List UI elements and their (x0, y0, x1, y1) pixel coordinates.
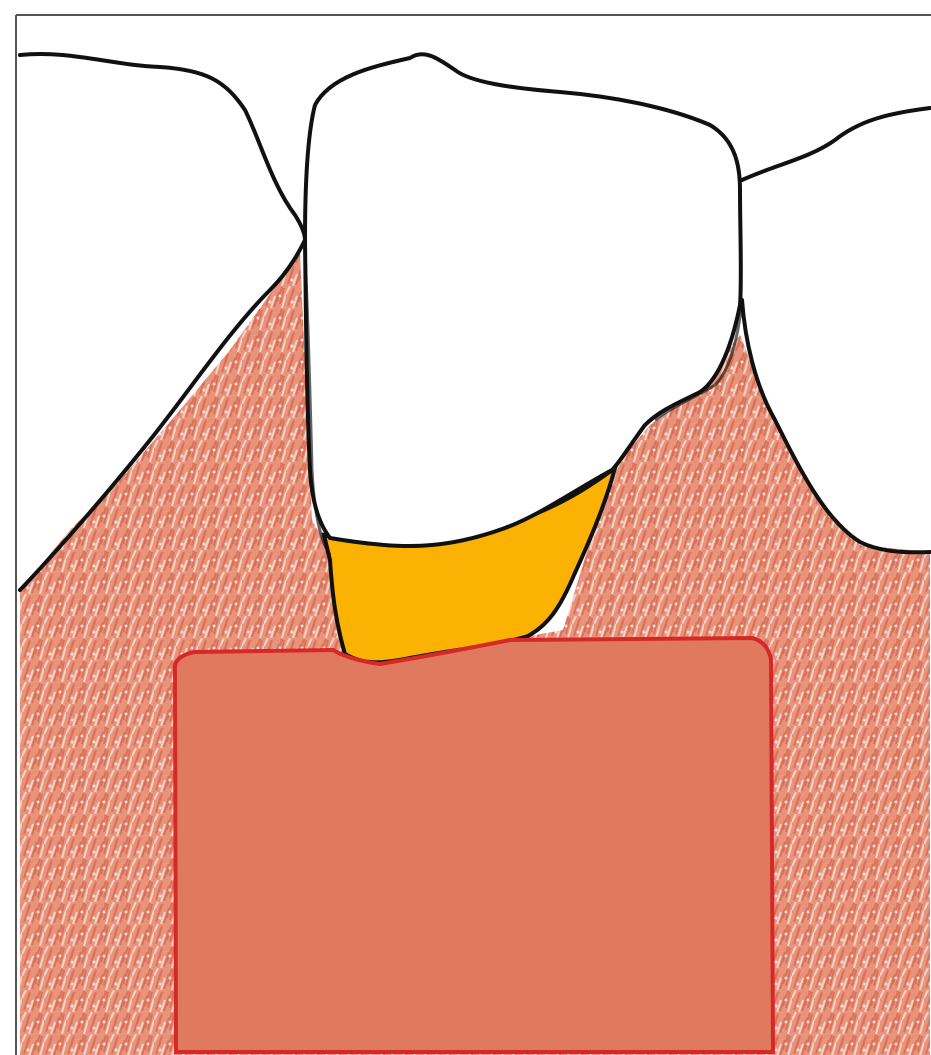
implant-block (175, 638, 773, 1052)
